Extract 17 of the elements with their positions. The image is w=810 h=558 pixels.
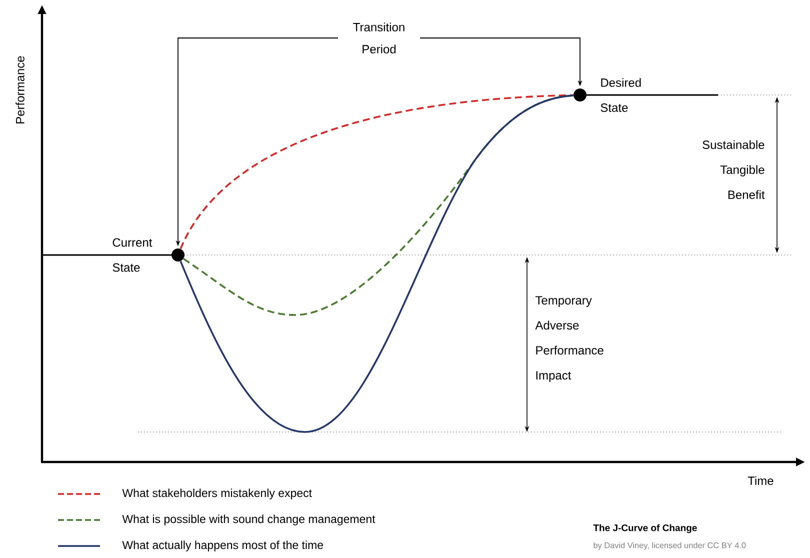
legend-text: What stakeholders mistakenly expect bbox=[122, 488, 312, 500]
dimension-label: Temporary Adverse Performance Impact bbox=[535, 296, 604, 382]
curve bbox=[183, 94, 574, 316]
curve bbox=[180, 94, 574, 433]
credit-line: by David Viney, licensed under CC BY 4.0 bbox=[594, 542, 746, 550]
state-dot bbox=[172, 248, 184, 262]
state-label: Desired State bbox=[600, 78, 641, 112]
legend-text: What actually happens most of the time bbox=[122, 540, 323, 552]
state-label: Current State bbox=[112, 238, 152, 272]
state-dot bbox=[574, 88, 586, 102]
axis-label: Time bbox=[748, 476, 774, 485]
axis-label: Performance bbox=[16, 56, 24, 124]
legend-text: What is possible with sound change management bbox=[122, 514, 376, 526]
dimension-label: Sustainable Tangible Benefit bbox=[702, 140, 765, 199]
edge-label: Transition Period bbox=[338, 22, 420, 54]
title: The J-Curve of Change bbox=[593, 524, 697, 534]
curve bbox=[180, 94, 574, 250]
